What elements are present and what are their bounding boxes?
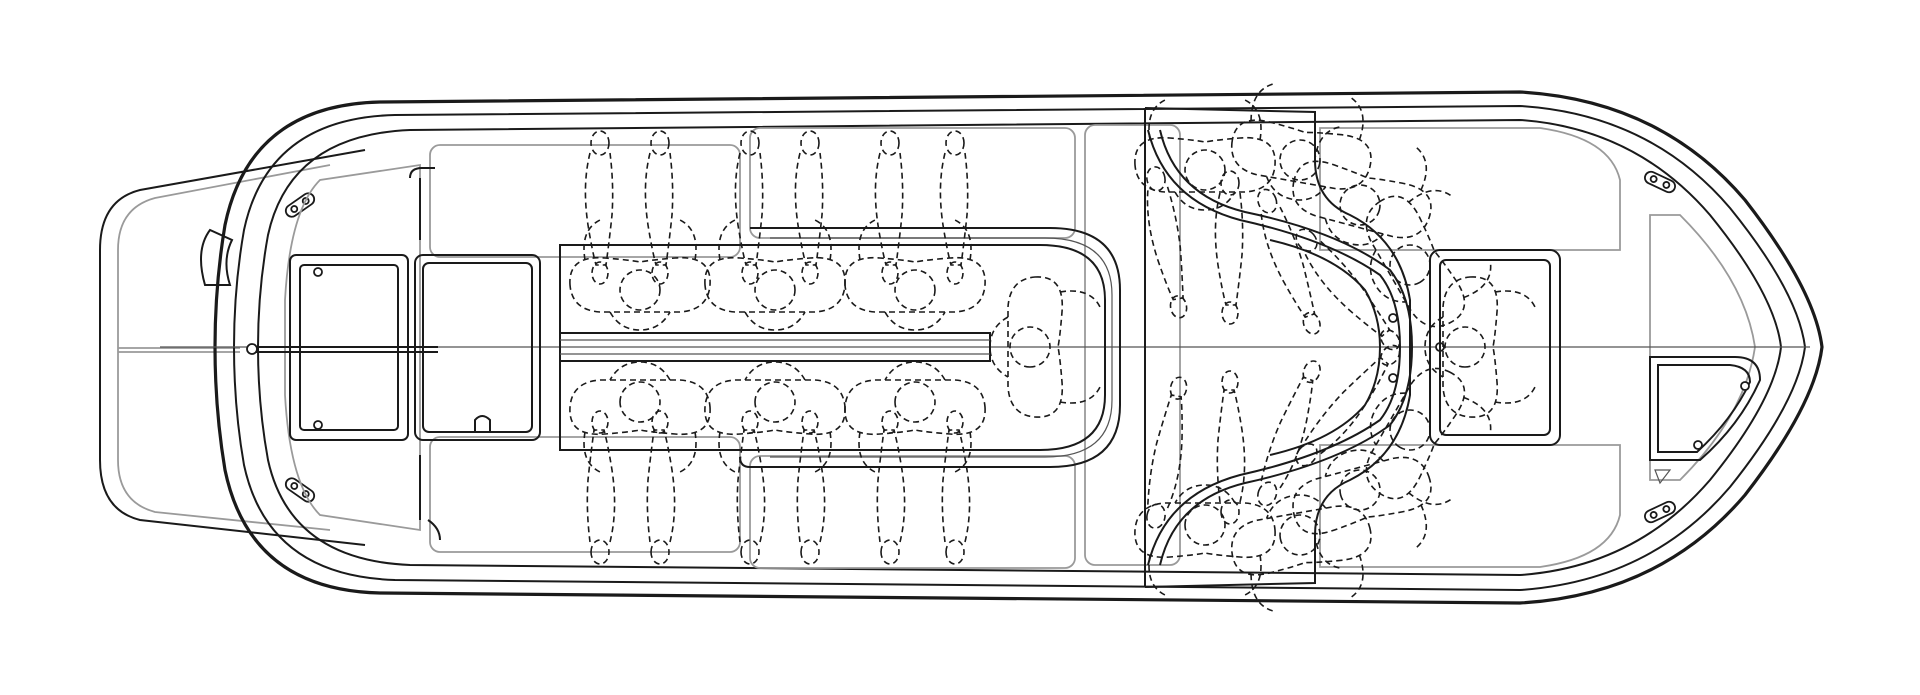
standing-passenger-19 — [1257, 360, 1321, 507]
standing-passenger-4 — [794, 130, 824, 285]
standing-passenger-17 — [1146, 376, 1188, 529]
standing-passenger-15 — [1257, 188, 1321, 335]
standing-passenger-13 — [1146, 166, 1188, 319]
standing-passenger-6 — [939, 130, 969, 285]
standing-passenger-10 — [796, 410, 826, 565]
seated-passenger-13 — [1231, 494, 1372, 612]
standing-passenger-1 — [584, 130, 614, 285]
bow-locker — [1649, 356, 1762, 485]
seated-passenger-11 — [1134, 484, 1276, 596]
seated-passengers — [569, 83, 1536, 612]
seated-passenger-2 — [704, 219, 846, 331]
standing-passenger-7 — [586, 410, 616, 565]
central-bench — [559, 227, 1121, 468]
seated-passenger-15 — [1365, 189, 1492, 328]
standing-passenger-18 — [1216, 370, 1246, 525]
standing-passenger-12 — [941, 410, 971, 565]
platform-handle — [200, 228, 234, 286]
seated-passenger-14 — [1424, 276, 1536, 418]
standing-passenger-5 — [874, 130, 904, 285]
seated-passenger-3 — [844, 219, 986, 331]
seated-passenger-12 — [1292, 449, 1432, 569]
aft-side-rails — [419, 178, 441, 541]
seated-passenger-5 — [704, 361, 846, 473]
seated-passenger-6 — [844, 361, 986, 473]
swim-platform — [99, 149, 366, 546]
cleats — [284, 170, 1676, 524]
standing-passenger-2 — [644, 130, 674, 285]
seated-passenger-1 — [569, 219, 711, 331]
standing-passenger-3 — [734, 130, 764, 285]
seated-passenger-10 — [1231, 83, 1372, 201]
stern-hatch — [246, 167, 541, 441]
seated-passenger-16 — [1365, 367, 1492, 506]
forward-locker — [1429, 249, 1561, 446]
hull-outline — [213, 90, 1824, 605]
standing-passenger-20 — [1295, 344, 1401, 467]
drain-plug — [474, 415, 491, 433]
standing-passenger-8 — [646, 410, 676, 565]
standing-passenger-14 — [1214, 170, 1244, 325]
seated-passenger-7 — [989, 276, 1101, 418]
seated-passenger-4 — [569, 361, 711, 473]
seated-passenger-8 — [1134, 99, 1276, 211]
u-seat — [1144, 107, 1445, 588]
standing-passengers — [584, 130, 1401, 565]
seated-passenger-9 — [1292, 126, 1432, 246]
